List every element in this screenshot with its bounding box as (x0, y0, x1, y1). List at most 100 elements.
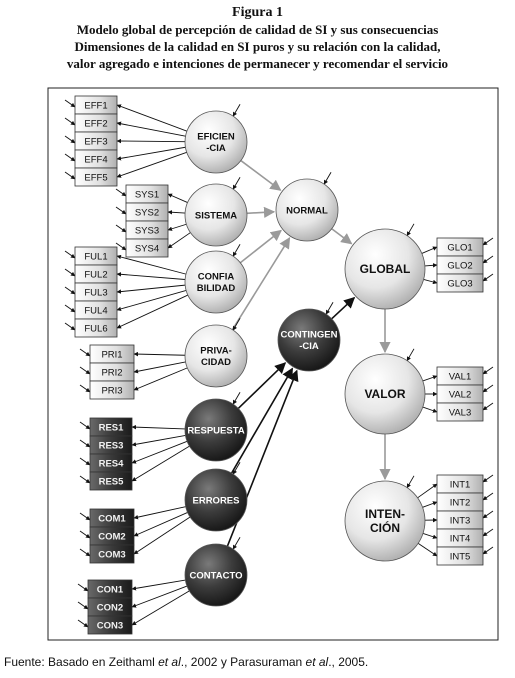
error-arrow-eff4 (64, 153, 76, 162)
indicator-label: EFF2 (84, 119, 107, 130)
indicator-box-res5: RES5 (89, 471, 133, 491)
indicator-box-res3: RES3 (89, 435, 133, 455)
error-arrow-eff5 (64, 171, 76, 180)
indicator-box-int3: INT3 (436, 510, 484, 530)
error-arrow-ful3 (64, 286, 76, 295)
indicator-box-pri1: PRI1 (89, 344, 135, 364)
error-arrow-val3 (482, 402, 494, 411)
path-sistema-to-normal (246, 206, 276, 218)
indicator-box-pri2: PRI2 (89, 362, 135, 382)
construct-label: CIÓN (370, 520, 400, 535)
loading-arrow-eff2 (116, 121, 186, 137)
indicator-label: GLO1 (447, 243, 472, 254)
indicator-label: VAL3 (449, 408, 472, 419)
source-suffix: ., 2005. (328, 655, 369, 669)
construct-label: -CIA (206, 143, 226, 154)
disturbance-arrow-contingencia (325, 302, 334, 315)
loading-arrow-pri3 (133, 367, 188, 391)
indicator-label: FUL2 (84, 270, 107, 281)
indicator-label: FUL4 (84, 306, 107, 317)
loading-arrow-eff3 (116, 138, 186, 144)
error-arrow-glo3 (482, 273, 494, 282)
disturbance-arrow-confiabilidad (232, 244, 241, 257)
construct-global: GLOBAL (344, 228, 426, 310)
disturbance-arrow-valor (406, 348, 415, 362)
loading-arrow-res1 (131, 424, 186, 430)
error-arrow-glo2 (482, 255, 494, 264)
indicator-label: CON2 (97, 603, 123, 614)
loading-arrow-val3 (422, 406, 438, 413)
error-arrow-con3 (77, 619, 89, 628)
loading-arrow-int2 (422, 501, 438, 508)
construct-circle (344, 480, 426, 562)
indicator-box-eff2: EFF2 (74, 113, 118, 133)
indicator-label: INT1 (450, 480, 471, 491)
error-arrow-res3 (79, 439, 91, 448)
loading-arrow-pri1 (133, 351, 186, 357)
indicator-box-ful3: FUL3 (74, 282, 118, 302)
indicator-label: COM1 (98, 514, 126, 525)
loading-arrow-com3 (133, 516, 191, 555)
indicator-box-frame (89, 544, 135, 564)
construct-circle (184, 250, 248, 314)
construct-label: NORMAL (286, 205, 328, 216)
indicator-label: SYS3 (135, 226, 159, 237)
construct-label: GLOBAL (360, 262, 411, 276)
construct-circle (344, 353, 426, 435)
error-arrow-con2 (77, 601, 89, 610)
indicator-box-eff5: EFF5 (74, 167, 118, 187)
loading-arrow-com2 (133, 512, 188, 537)
construct-circle (184, 543, 248, 607)
loading-arrow-pri2 (133, 361, 186, 374)
indicator-box-sys1: SYS1 (125, 184, 169, 204)
error-arrow-int5 (482, 546, 494, 555)
error-arrow-val1 (482, 366, 494, 375)
construct-contacto: CONTACTO (184, 543, 248, 607)
loading-arrow-con2 (131, 585, 188, 608)
construct-circle (277, 308, 341, 372)
construct-eficiencia: EFICIEN-CIA (184, 110, 248, 174)
construct-privacidad: PRIVA-CIDAD (184, 324, 248, 388)
indicator-box-glo3: GLO3 (436, 273, 484, 293)
indicator-label: RES3 (99, 441, 124, 452)
indicator-box-con3: CON3 (87, 615, 133, 635)
loading-arrow-ful3 (116, 284, 186, 294)
indicator-box-ful1: FUL1 (74, 246, 118, 266)
error-arrow-pri3 (79, 384, 91, 393)
figure-source: Fuente: Basado en Zeithaml et al., 2002 … (4, 655, 368, 669)
indicator-box-int1: INT1 (436, 474, 484, 494)
disturbance-arrow-contacto (232, 537, 241, 550)
error-arrow-eff1 (64, 99, 76, 108)
figure-label: Figura 1 (232, 5, 283, 20)
indicator-label: CON1 (97, 585, 124, 596)
loading-arrow-con1 (131, 579, 186, 591)
error-arrow-pri1 (79, 348, 91, 357)
loading-arrow-ful1 (116, 254, 187, 275)
indicator-label: INT4 (450, 534, 471, 545)
construct-label: -CIA (299, 341, 319, 352)
source-middle: ., 2002 y Parasuraman (180, 655, 306, 669)
indicator-label: PRI1 (101, 350, 122, 361)
loading-arrow-int1 (417, 483, 438, 499)
indicator-label: VAL2 (449, 390, 472, 401)
construct-contingencia: CONTINGEN-CIA (277, 308, 341, 372)
error-arrow-int1 (482, 474, 494, 483)
indicator-box-eff3: EFF3 (74, 131, 118, 151)
construct-label: SISTEMA (195, 210, 237, 221)
loading-arrow-val1 (422, 375, 438, 382)
error-arrow-int2 (482, 492, 494, 501)
indicator-label: PRI3 (101, 386, 122, 397)
construct-label: CIDAD (201, 357, 231, 368)
loading-arrow-eff1 (116, 104, 188, 132)
error-arrow-ful2 (64, 268, 76, 277)
indicator-label: COM3 (98, 550, 125, 561)
construct-label: CONTACTO (190, 570, 243, 581)
indicator-box-sys4: SYS4 (125, 238, 169, 258)
loading-arrow-sys1 (167, 193, 188, 203)
